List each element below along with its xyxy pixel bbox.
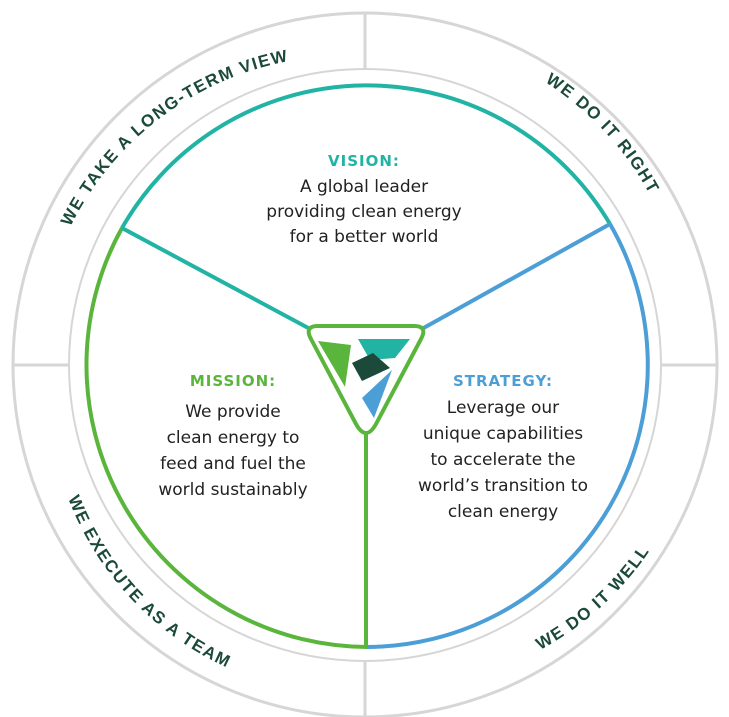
logo-triangle-icon xyxy=(306,324,426,435)
strategy-title: STRATEGY: xyxy=(453,372,553,390)
ring-label-do-it-right: WE DO IT RIGHT xyxy=(543,69,664,197)
mission-line-2: clean energy to xyxy=(167,428,300,448)
mission-line-4: world sustainably xyxy=(158,480,307,500)
strategy-arc xyxy=(366,223,650,649)
vision-line-1: A global leader xyxy=(300,177,428,197)
spoke-right xyxy=(419,222,611,332)
strategy-line-1: Leverage our xyxy=(447,398,559,418)
ring-label-do-it-well: WE DO IT WELL xyxy=(533,542,654,654)
vision-title: VISION: xyxy=(328,152,400,170)
strategy-line-2: unique capabilities xyxy=(423,424,583,444)
spoke-left xyxy=(121,226,313,332)
vision-arc xyxy=(120,83,612,229)
vision-line-3: for a better world xyxy=(290,227,439,247)
mission-line-1: We provide xyxy=(185,402,281,422)
strategy-line-5: clean energy xyxy=(448,502,558,522)
strategy-line-3: to accelerate the xyxy=(430,450,575,470)
ring-label-long-term: WE TAKE A LONG-TERM VIEW xyxy=(57,46,290,229)
mission-arc xyxy=(84,227,368,649)
vision-line-2: providing clean energy xyxy=(266,202,461,222)
strategy-line-4: world’s transition to xyxy=(418,476,588,496)
mission-line-3: feed and fuel the xyxy=(160,454,306,474)
mission-title: MISSION: xyxy=(190,372,276,390)
